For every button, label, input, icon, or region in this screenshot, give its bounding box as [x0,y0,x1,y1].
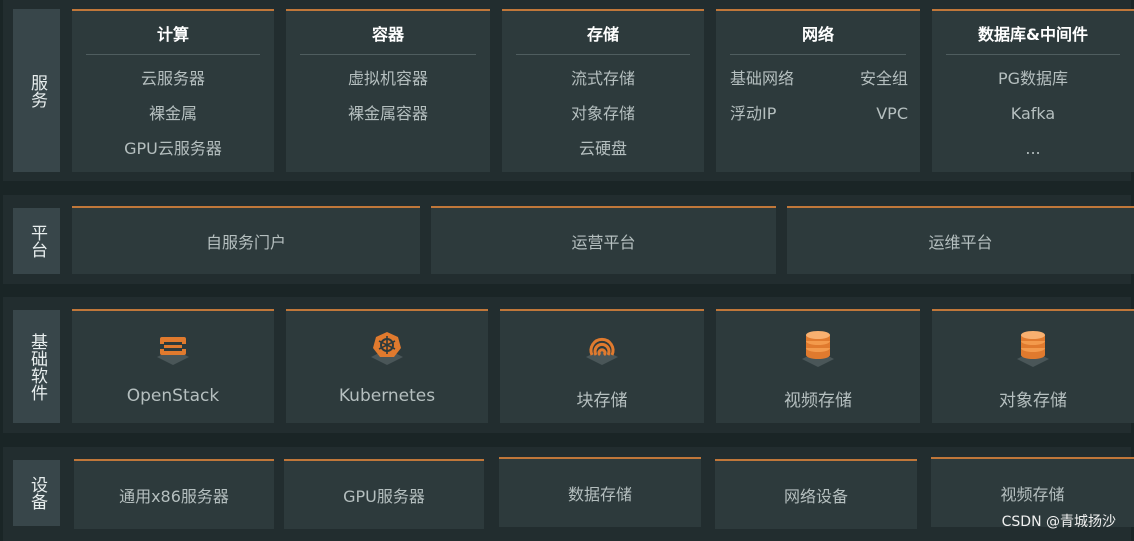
gpu-server-card: GPU服务器 [284,459,484,529]
container-card: 容器 虚拟机容器 裸金属容器 [286,9,490,172]
video-storage-software-card: 视频存储 [716,309,920,423]
maintenance-platform-card: 运维平台 [787,206,1134,274]
software-label: 视频存储 [784,391,852,411]
database-stack-icon [802,331,834,367]
database-stack-icon [1017,331,1049,367]
openstack-icon [157,337,189,365]
video-storage-device-card: 视频存储 [931,457,1134,527]
object-storage-software-card: 对象存储 [932,309,1134,423]
platform-side-label: 平台 [13,208,60,274]
network-device-card: 网络设备 [715,459,917,529]
hardware-item-label: 网络设备 [783,487,848,506]
service-item: 浮动IP [730,104,777,123]
software-label: 对象存储 [999,391,1067,411]
software-side-label: 基础软件 [13,310,60,423]
ceph-icon [586,337,618,365]
service-item: 虚拟机容器 [347,69,428,88]
service-item: 基础网络 [730,69,795,88]
compute-title: 计算 [86,11,260,55]
x86-server-card: 通用x86服务器 [74,459,274,529]
storage-card: 存储 流式存储 对象存储 云硬盘 [502,9,704,172]
operations-platform-card: 运营平台 [431,206,776,274]
software-label: 块存储 [576,391,628,411]
data-storage-card: 数据存储 [499,457,701,527]
platform-item-label: 运营平台 [571,233,636,252]
services-side-label: 服务 [13,9,60,172]
database-middleware-title: 数据库&中间件 [946,11,1120,55]
hardware-item-label: GPU服务器 [343,487,425,506]
software-label: OpenStack [126,386,220,406]
service-item: GPU云服务器 [124,139,222,158]
platform-item-label: 自服务门户 [205,233,286,252]
watermark-text: CSDN @青城扬沙 [1001,514,1116,530]
service-item: 裸金属 [148,104,197,123]
network-card: 网络 基础网络 安全组 浮动IP VPC [716,9,920,172]
service-item: Kafka [1010,104,1056,123]
kubernetes-icon [371,332,403,365]
compute-card: 计算 云服务器 裸金属 GPU云服务器 [72,9,274,172]
hardware-item-label: 视频存储 [1000,485,1065,504]
self-service-portal-card: 自服务门户 [72,206,420,274]
service-item: PG数据库 [997,69,1069,88]
network-title: 网络 [730,11,906,55]
service-item: 流式存储 [570,69,635,88]
service-item: 云服务器 [140,69,205,88]
platform-item-label: 运维平台 [928,233,993,252]
hardware-side-label: 设备 [13,460,60,526]
database-middleware-card: 数据库&中间件 PG数据库 Kafka ... [932,9,1134,172]
openstack-card: OpenStack [72,309,274,423]
block-storage-card: 块存储 [500,309,704,423]
service-item: 安全组 [859,69,908,88]
kubernetes-card: Kubernetes [286,309,488,423]
service-item: VPC [876,104,908,123]
hardware-item-label: 数据存储 [567,485,632,504]
service-item: ... [1025,139,1041,158]
container-title: 容器 [300,11,476,55]
software-label: Kubernetes [338,386,436,406]
service-item: 对象存储 [570,104,635,123]
service-item: 裸金属容器 [347,104,428,123]
hardware-item-label: 通用x86服务器 [119,487,229,506]
service-item: 云硬盘 [578,139,627,158]
storage-title: 存储 [516,11,690,55]
